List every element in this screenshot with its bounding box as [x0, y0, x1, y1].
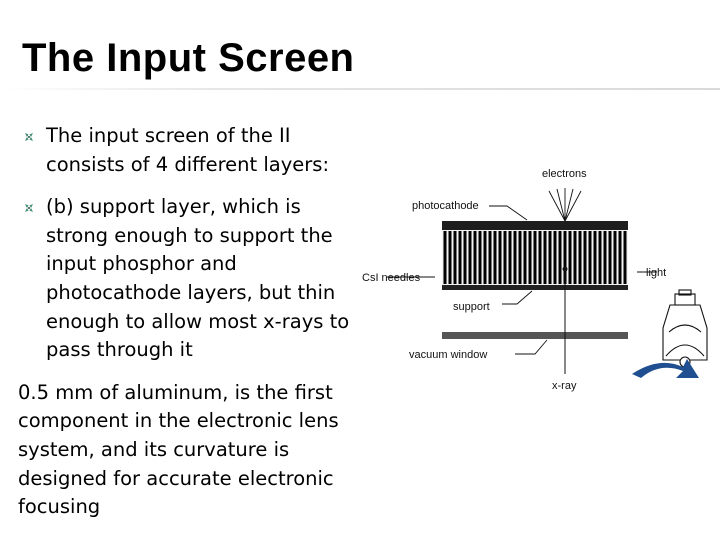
- label-xray: x-ray: [552, 380, 577, 392]
- xray-direction-arrow: [632, 359, 699, 378]
- label-vacuum-window: vacuum window: [409, 349, 487, 361]
- csi-needles: [443, 231, 627, 284]
- bullet-item: The input screen of the II consists of 4…: [18, 122, 358, 179]
- label-leaders: [387, 205, 657, 355]
- label-photocathode: photocathode: [412, 200, 479, 212]
- support-layer: [442, 285, 628, 290]
- bullet-text: (b) support layer, which is strong enoug…: [46, 195, 350, 362]
- photocathode-layer: [442, 221, 628, 230]
- label-light: light: [646, 267, 666, 279]
- slide-title: The Input Screen: [22, 36, 355, 80]
- slide-body: The input screen of the II consists of 4…: [18, 122, 358, 522]
- bullet-text: The input screen of the II consists of 4…: [46, 124, 330, 176]
- label-electrons: electrons: [542, 168, 587, 180]
- continuation-text: 0.5 mm of aluminum, is the first compone…: [18, 380, 339, 519]
- electron-rays: [548, 188, 582, 222]
- interaction-point: [562, 266, 568, 272]
- label-csi-needles: CsI needles: [362, 272, 421, 284]
- diamond-bullet-icon: [25, 204, 33, 213]
- title-divider: [0, 88, 720, 90]
- diamond-bullet-icon: [25, 133, 33, 141]
- input-screen-diagram: electrons photocathode CsI needles light…: [357, 164, 717, 400]
- bullet-item: (b) support layer, which is strong enoug…: [18, 193, 358, 365]
- label-support: support: [453, 301, 490, 313]
- vacuum-window: [442, 332, 628, 339]
